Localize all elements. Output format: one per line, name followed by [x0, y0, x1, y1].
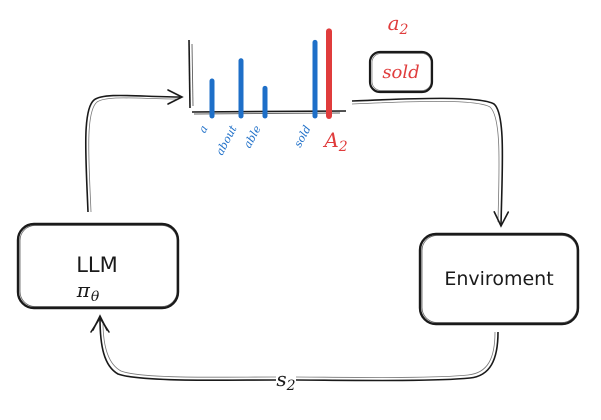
action-label: a2 — [388, 11, 409, 38]
arrow-llm-to-chart — [84, 89, 184, 213]
state-subscript: 2 — [286, 378, 296, 394]
policy-subscript: θ — [91, 289, 100, 305]
arrow-chart-to-environment — [351, 97, 510, 228]
selected-action-subscript: 2 — [338, 139, 348, 155]
llm-box[interactable]: LLM πθ — [16, 222, 180, 310]
action-subscript: 2 — [399, 22, 409, 38]
environment-box[interactable]: Enviroment — [418, 232, 580, 326]
selected-action-symbol: A — [322, 128, 338, 152]
policy-label: πθ — [76, 278, 100, 305]
chart-x-axis — [191, 110, 347, 113]
state-symbol: s — [276, 367, 286, 391]
tick-label-about: about — [213, 123, 240, 158]
environment-label: Enviroment — [444, 268, 553, 290]
tick-label-a: a — [196, 123, 211, 135]
llm-label: LLM — [76, 253, 118, 277]
state-label: s2 — [276, 367, 295, 394]
chart-bars — [209, 28, 332, 119]
arrow-environment-to-llm — [99, 317, 499, 382]
action-word: sold — [382, 62, 419, 83]
selected-action-label: A2 — [322, 128, 347, 155]
action-word-box[interactable]: sold — [368, 50, 434, 94]
tick-label-sold: sold — [291, 123, 313, 149]
action-symbol: a — [388, 11, 400, 35]
chart-y-axis — [188, 39, 191, 109]
tick-label-able: able — [241, 123, 264, 150]
policy-symbol: π — [76, 278, 91, 302]
